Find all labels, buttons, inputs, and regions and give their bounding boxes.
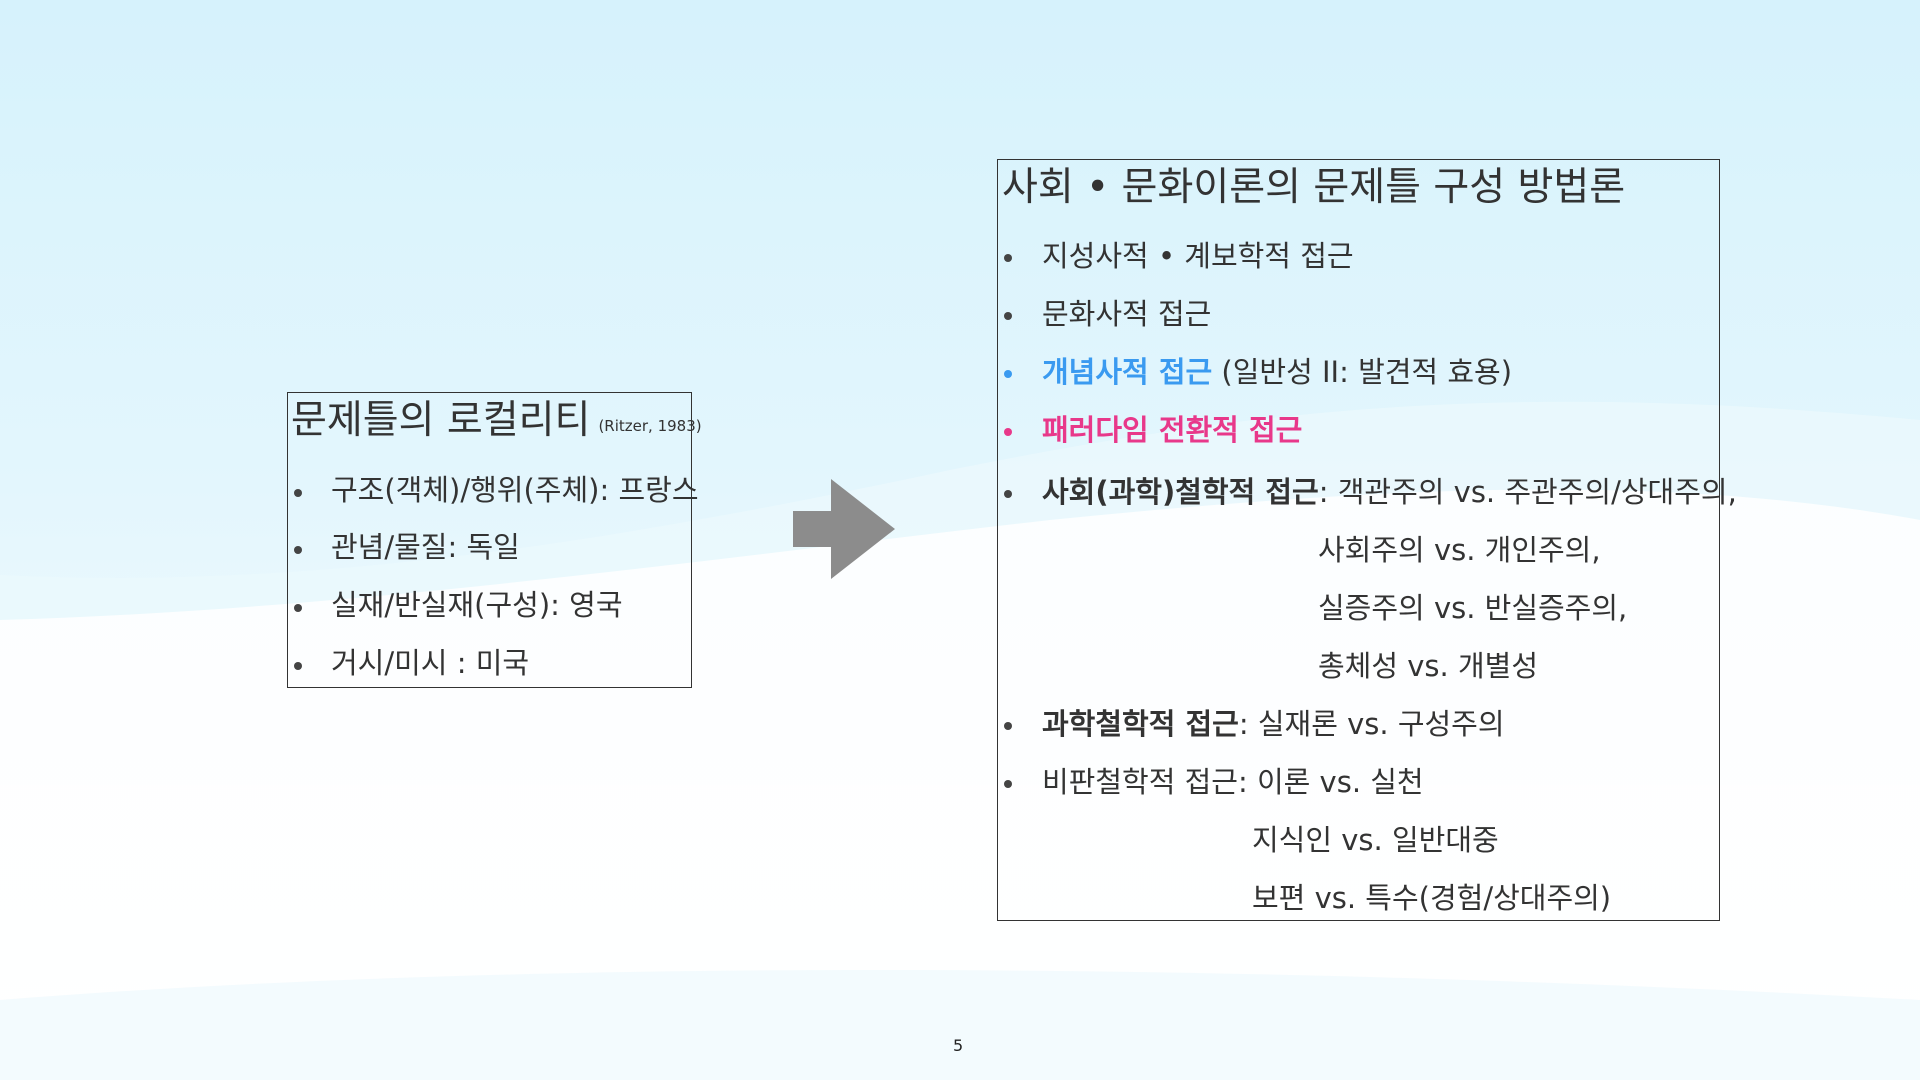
right-list-item-social-philosophy: 사회(과학)철학적 접근: 객관주의 vs. 주관주의/상대주의, [1042,478,1737,507]
bullet-icon [1004,428,1012,436]
left-title-citation: (Ritzer, 1983) [598,417,702,435]
social-philosophy-cont: 사회주의 vs. 개인주의, [1318,533,1601,567]
bullet-icon [1004,490,1012,498]
bullet-icon [1004,370,1012,378]
social-philosophy-label: 사회(과학)철학적 접근 [1042,475,1319,509]
bullet-icon [294,604,302,612]
bullet-icon [1004,254,1012,262]
right-list-item-conceptual: 개념사적 접근 (일반성 II: 발견적 효용) [1042,358,1512,387]
left-list-item: 거시/미시 : 미국 [331,646,530,680]
left-box-title: 문제틀의 로컬리티 (Ritzer, 1983) [291,401,702,440]
social-philosophy-cont: 총체성 vs. 개별성 [1318,649,1539,683]
right-list-item-science-philosophy: 과학철학적 접근: 실재론 vs. 구성주의 [1042,710,1505,739]
right-box-title: 사회 • 문화이론의 문제틀 구성 방법론 [1002,165,1626,210]
bullet-icon [1004,780,1012,788]
right-content-box [997,159,1720,921]
bullet-icon [294,662,302,670]
bullet-icon [294,546,302,554]
left-list-item: 실재/반실재(구성): 영국 [331,588,623,622]
conceptual-highlight: 개념사적 접근 [1042,355,1213,389]
social-philosophy-cont: 실증주의 vs. 반실증주의, [1318,591,1628,625]
arrow-right-icon [793,479,895,579]
right-list-item-intellectual: 지성사적 • 계보학적 접근 [1042,239,1354,273]
social-philosophy-rest: : 객관주의 vs. 주관주의/상대주의, [1318,475,1737,509]
right-list-item-critical-philosophy: 비판철학적 접근: 이론 vs. 실천 [1042,765,1424,799]
right-list-item-paradigm: 패러다임 전환적 접근 [1042,413,1303,447]
left-list-item: 관념/물질: 독일 [331,530,520,564]
left-content-box [287,392,692,688]
left-list-item: 구조(객체)/행위(주체): 프랑스 [331,473,699,507]
conceptual-rest: (일반성 II: 발견적 효용) [1212,355,1513,389]
right-list-item-cultural: 문화사적 접근 [1042,297,1212,331]
left-title-text: 문제틀의 로컬리티 [291,398,591,443]
bullet-icon [1004,312,1012,320]
critical-philosophy-cont: 보편 vs. 특수(경험/상대주의) [1252,881,1612,915]
page-number: 5 [953,1036,964,1055]
critical-philosophy-cont: 지식인 vs. 일반대중 [1252,823,1499,857]
bullet-icon [1004,722,1012,730]
science-philosophy-label: 과학철학적 접근 [1042,707,1239,741]
bullet-icon [294,489,302,497]
science-philosophy-rest: : 실재론 vs. 구성주의 [1238,707,1505,741]
